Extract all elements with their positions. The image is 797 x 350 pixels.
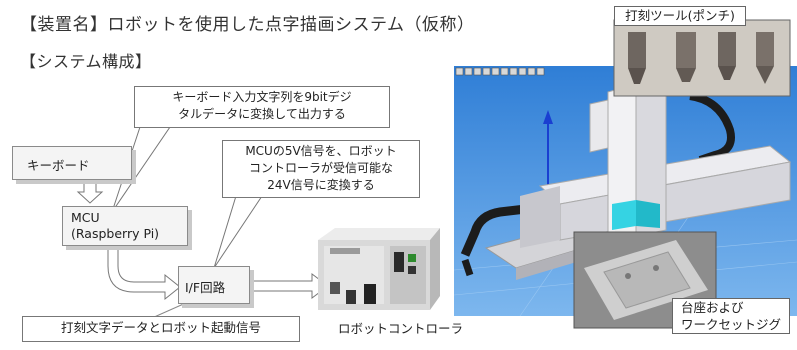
system-config-heading: 【システム構成】 — [20, 52, 152, 71]
robot-controller-caption: ロボットコントローラ — [338, 321, 464, 336]
mcu-label: MCU — [71, 210, 100, 225]
keyboard-desc-callout: キーボード入力文字列を9bitデジ タルデータに変換して出力する — [134, 86, 390, 128]
robot-3d-simulation — [453, 66, 797, 317]
base-jig-label-line1: 台座および — [681, 300, 744, 315]
keyboard-block: キーボード — [12, 146, 132, 180]
keyboard-desc-line2: タルデータに変換して出力する — [178, 107, 346, 121]
if-circuit-label: I/F回路 — [185, 280, 226, 295]
signal-label-box: 打刻文字データとロボット起動信号 — [22, 316, 300, 342]
punch-tools-caption: 打刻ツール(ポンチ) — [614, 6, 746, 26]
punch-tools-photo — [613, 19, 791, 97]
keyboard-desc-line1: キーボード入力文字列を9bitデジ — [172, 90, 352, 104]
if-circuit-block: I/F回路 — [178, 266, 250, 304]
mcu-desc-line1: MCUの5V信号を、ロボット — [245, 144, 397, 158]
robot-controller-photo — [318, 228, 440, 310]
keyboard-label: キーボード — [27, 158, 90, 173]
signal-label-text: 打刻文字データとロボット起動信号 — [60, 320, 261, 335]
mcu-desc-callout: MCUの5V信号を、ロボット コントローラが受信可能な 24V信号に変換する — [222, 140, 420, 198]
device-name-title: 【装置名】ロボットを使用した点字描画システム（仮称） — [20, 15, 475, 35]
mcu-desc-line2: コントローラが受信可能な — [248, 161, 393, 175]
base-jig-caption: 台座および ワークセットジグ — [672, 298, 790, 334]
base-jig-label-line2: ワークセットジグ — [681, 317, 782, 332]
mcu-desc-line3: 24V信号に変換する — [267, 178, 375, 192]
punch-tools-label: 打刻ツール(ポンチ) — [625, 8, 735, 23]
mcu-model-label: (Raspberry Pi) — [71, 226, 160, 241]
mcu-block: MCU (Raspberry Pi) — [62, 206, 188, 246]
